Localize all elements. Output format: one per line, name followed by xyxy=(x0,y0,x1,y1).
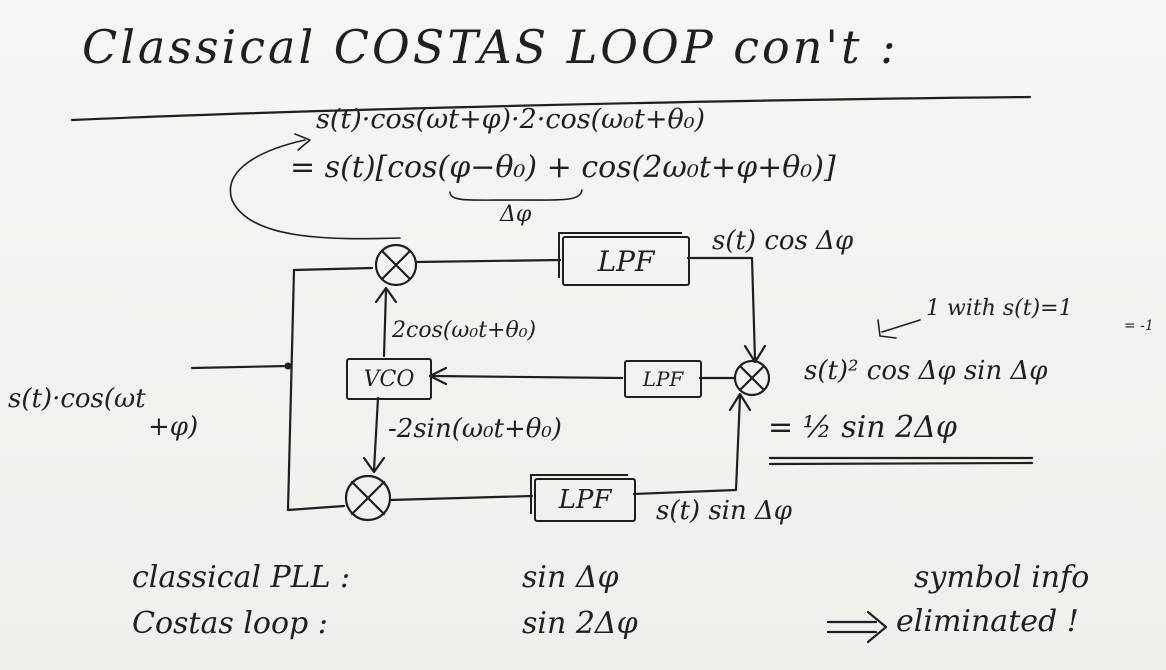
implies-arrow-body xyxy=(826,620,878,634)
bottom-output-label: s(t) sin Δφ xyxy=(656,496,792,526)
top-mixer-x xyxy=(380,249,412,281)
vco-label: VCO xyxy=(363,366,415,392)
lpf-mid-block: LPF xyxy=(624,360,702,398)
feedback-arc xyxy=(229,139,401,240)
lpf-bottom-label: LPF xyxy=(558,485,612,515)
left-rail xyxy=(286,268,296,512)
top-lpf-to-product xyxy=(686,256,757,362)
note-label-2: = -1 xyxy=(1124,318,1154,334)
top-output-label: s(t) cos Δφ xyxy=(712,226,854,256)
vco-cos-label: 2cos(ω₀t+θ₀) xyxy=(392,318,537,343)
vco-to-bottom-mixer xyxy=(372,396,380,472)
junction-dot xyxy=(284,362,292,370)
note-pointer-head xyxy=(877,319,897,339)
feedback-arrowhead xyxy=(294,133,311,151)
equation-line-1: s(t)·cos(ωt+φ)·2·cos(ω₀t+θ₀) xyxy=(316,104,706,135)
costas-label: Costas loop : xyxy=(132,606,328,641)
title-underline xyxy=(70,95,1032,122)
lpf-top-label: LPF xyxy=(597,244,655,278)
vco-block: VCO xyxy=(346,358,432,400)
page-title: Classical COSTAS LOOP con't : xyxy=(82,20,899,74)
lpf-mid-label: LPF xyxy=(642,367,684,391)
note-pointer xyxy=(881,319,921,333)
input-wire xyxy=(190,364,290,370)
conclusion-line-1: symbol info xyxy=(914,560,1090,595)
implies-arrow-head xyxy=(866,610,888,644)
bottom-arrowhead xyxy=(728,392,752,412)
bottom-branch-wire xyxy=(286,504,346,512)
pll-value: sin Δφ xyxy=(522,560,619,595)
bottom-lpf-to-product xyxy=(632,394,742,496)
bottom-mixer-x xyxy=(350,480,386,516)
bottom-mixer xyxy=(344,474,392,522)
vco-bottom-arrowhead xyxy=(362,456,386,474)
top-mixer-to-lpf xyxy=(414,258,562,264)
product-result: = ½ sin 2Δφ xyxy=(768,410,957,445)
lpf-bottom-block: LPF xyxy=(530,474,636,522)
delta-brace xyxy=(449,189,583,201)
bottom-mixer-to-lpf xyxy=(388,494,534,502)
input-signal-label-2: +φ) xyxy=(148,412,199,442)
product-label: s(t)² cos Δφ sin Δφ xyxy=(804,356,1048,386)
vco-sin-label: -2sin(ω₀t+θ₀) xyxy=(388,414,562,444)
lpf-to-vco xyxy=(430,374,624,380)
delta-phi-label: Δφ xyxy=(500,202,532,227)
equation-line-2: = s(t)[cos(φ−θ₀) + cos(2ω₀t+φ+θ₀)] xyxy=(290,150,836,185)
conclusion-line-2: eliminated ! xyxy=(896,604,1079,639)
product-mixer-x xyxy=(738,364,766,392)
result-underline-2 xyxy=(768,461,1034,466)
top-mixer xyxy=(374,243,418,287)
costas-value: sin 2Δφ xyxy=(522,606,638,641)
vco-top-arrowhead xyxy=(374,286,398,304)
vco-to-top-mixer xyxy=(382,288,388,358)
input-signal-label: s(t)·cos(ωt xyxy=(8,384,146,414)
pll-label: classical PLL : xyxy=(132,560,351,595)
lpf-top-block: LPF xyxy=(558,232,690,286)
note-label: 1 with s(t)=1 xyxy=(926,296,1073,321)
top-branch-wire xyxy=(292,266,374,272)
